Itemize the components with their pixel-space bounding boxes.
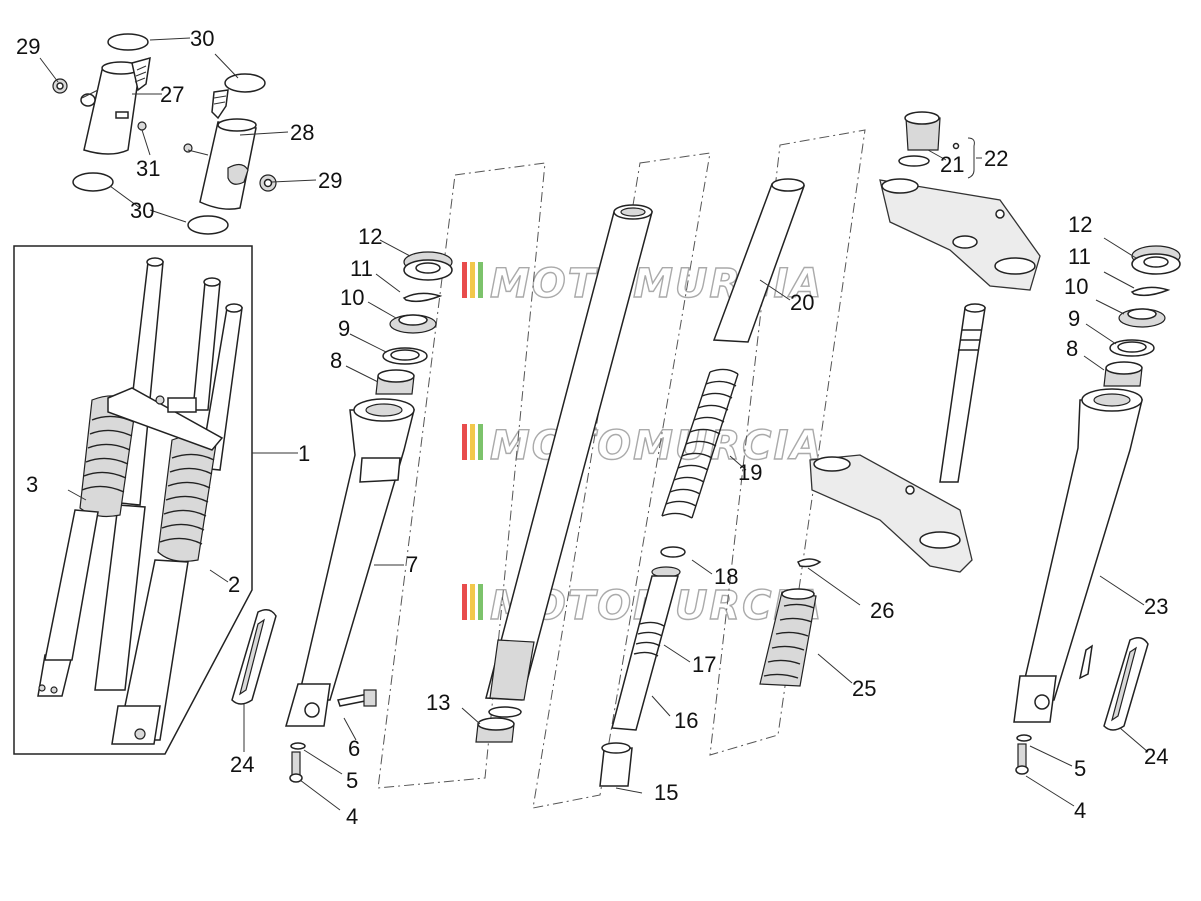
guide-frame-left	[377, 162, 546, 789]
leader-lines	[39, 37, 1149, 811]
guide-frame-centre	[532, 152, 711, 809]
label-16: 16	[674, 708, 698, 733]
label-17: 17	[692, 652, 716, 677]
label-4b: 4	[1074, 798, 1086, 823]
stanchion-tube	[475, 204, 653, 743]
triple-clamps	[759, 111, 1041, 687]
watermark-middle: MOTOMURCIA	[462, 422, 823, 470]
label-19: 19	[738, 460, 762, 485]
label-12: 12	[358, 224, 382, 249]
label-29: 29	[16, 34, 40, 59]
label-13: 13	[426, 690, 450, 715]
label-3: 3	[26, 472, 38, 497]
label-30b: 30	[130, 198, 154, 223]
cover-assembly	[52, 33, 277, 235]
label-1: 1	[298, 441, 310, 466]
label-8: 8	[330, 348, 342, 373]
label-21: 21	[940, 152, 964, 177]
label-9: 9	[338, 316, 350, 341]
label-18: 18	[714, 564, 738, 589]
label-12b: 12	[1068, 212, 1092, 237]
label-28: 28	[290, 120, 314, 145]
label-15: 15	[654, 780, 678, 805]
fork-assembly	[37, 257, 243, 745]
label-10: 10	[340, 285, 364, 310]
label-26: 26	[870, 598, 894, 623]
label-8b: 8	[1066, 336, 1078, 361]
label-22: 22	[984, 146, 1008, 171]
label-24: 24	[230, 752, 254, 777]
label-11b: 11	[1068, 244, 1091, 269]
left-slider-parts	[231, 251, 453, 783]
label-27: 27	[160, 82, 184, 107]
label-2: 2	[228, 572, 240, 597]
label-11: 11	[350, 256, 373, 281]
label-7: 7	[406, 552, 418, 577]
svg-text:MOTOMURCIA: MOTOMURCIA	[490, 423, 823, 469]
label-20: 20	[790, 290, 814, 315]
label-6: 6	[348, 736, 360, 761]
label-23: 23	[1144, 594, 1168, 619]
label-29b: 29	[318, 168, 342, 193]
label-24b: 24	[1144, 744, 1168, 769]
label-30: 30	[190, 26, 214, 51]
label-25: 25	[852, 676, 876, 701]
label-5: 5	[346, 768, 358, 793]
label-31: 31	[136, 156, 160, 181]
damper-column	[599, 178, 806, 787]
label-10b: 10	[1064, 274, 1088, 299]
label-5b: 5	[1074, 756, 1086, 781]
part-labels: 29 30 27 31 28 29 30 1 3 2 24 12 11 10 9…	[16, 26, 1168, 829]
label-9b: 9	[1068, 306, 1080, 331]
right-slider-parts	[1013, 245, 1181, 775]
label-4: 4	[346, 804, 358, 829]
